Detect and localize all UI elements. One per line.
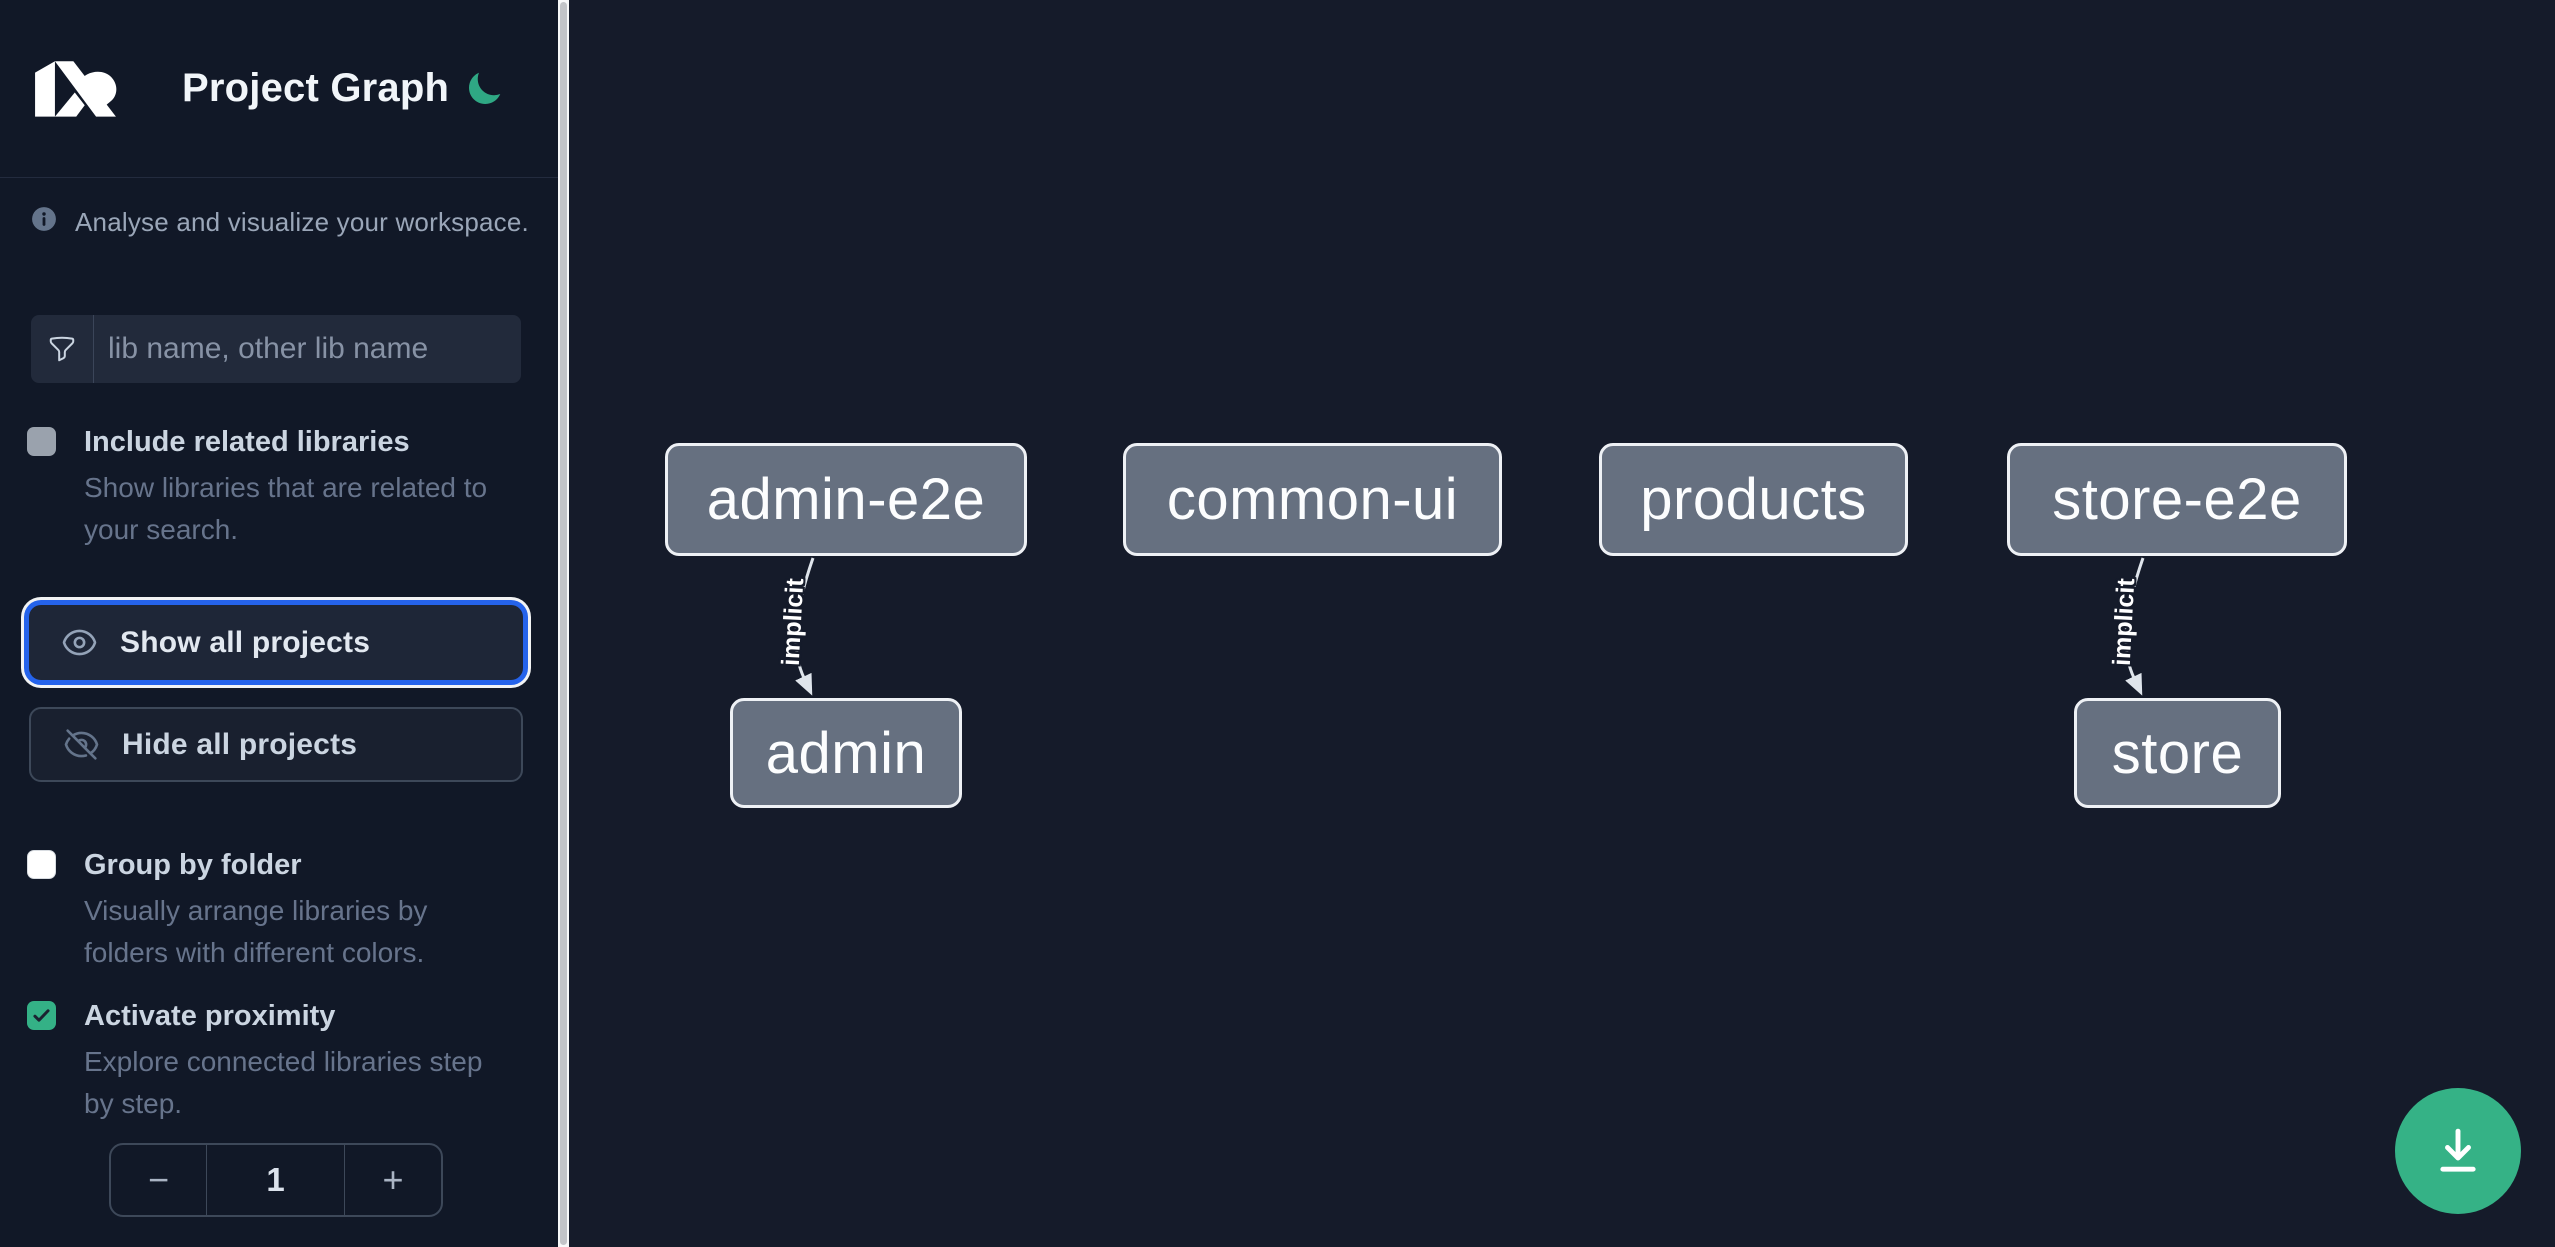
download-image-button[interactable]: [2395, 1088, 2521, 1214]
search-input[interactable]: [94, 315, 521, 383]
sidebar-scrollbar-track[interactable]: [558, 0, 569, 1247]
project-node-admin[interactable]: admin: [730, 698, 962, 808]
edge-admin-e2e-to-admin[interactable]: [794, 557, 815, 696]
download-icon: [2440, 1128, 2476, 1172]
show-all-projects-label: Show all projects: [120, 625, 371, 659]
option-description: Show libraries that are related to your …: [84, 472, 488, 545]
stepper-increment-button[interactable]: +: [344, 1145, 441, 1215]
checkmark-icon: [33, 1009, 50, 1022]
option-label: Activate proximity: [84, 1000, 336, 1032]
search-box: [31, 315, 521, 383]
edge-store-e2e-to-store[interactable]: [2124, 557, 2145, 696]
project-node-store[interactable]: store: [2074, 698, 2281, 808]
option-label: Include related libraries: [84, 426, 410, 458]
info-icon: [32, 207, 56, 231]
graph-canvas[interactable]: implicit implicit admin-e2e common-ui pr…: [569, 0, 2555, 1247]
option-description: Explore connected libraries step by step…: [84, 1046, 483, 1119]
project-node-common-ui[interactable]: common-ui: [1123, 443, 1502, 556]
dependency-edges: [794, 557, 2145, 696]
hide-all-projects-button[interactable]: Hide all projects: [29, 707, 523, 782]
sidebar-scrollbar-thumb[interactable]: [560, 2, 567, 1245]
nx-logo: [35, 61, 117, 117]
project-node-store-e2e[interactable]: store-e2e: [2007, 443, 2347, 556]
page-title: Project Graph: [182, 66, 450, 110]
checkbox-group-by-folder[interactable]: [27, 850, 56, 879]
eye-slash-icon: [64, 729, 99, 760]
eye-icon: [62, 629, 97, 656]
checkbox-include-related[interactable]: [27, 427, 56, 456]
show-all-projects-button[interactable]: Show all projects: [29, 605, 523, 680]
option-label: Group by folder: [84, 849, 302, 881]
theme-toggle-button[interactable]: [462, 68, 506, 112]
hide-all-projects-label: Hide all projects: [122, 727, 358, 761]
checkbox-activate-proximity[interactable]: [27, 1001, 56, 1030]
proximity-depth-stepper: − 1 +: [109, 1143, 443, 1217]
stepper-value[interactable]: 1: [266, 1161, 285, 1198]
option-description: Visually arrange libraries by folders wi…: [84, 895, 428, 968]
sidebar: Project Graph Analyse and visualize your…: [0, 0, 558, 1247]
moon-icon: [469, 72, 501, 104]
tagline-text: Analyse and visualize your workspace.: [75, 207, 529, 237]
project-node-products[interactable]: products: [1599, 443, 1908, 556]
funnel-icon: [31, 315, 94, 383]
sidebar-header: Project Graph: [0, 0, 558, 178]
project-node-admin-e2e[interactable]: admin-e2e: [665, 443, 1027, 556]
stepper-decrement-button[interactable]: −: [111, 1145, 207, 1215]
